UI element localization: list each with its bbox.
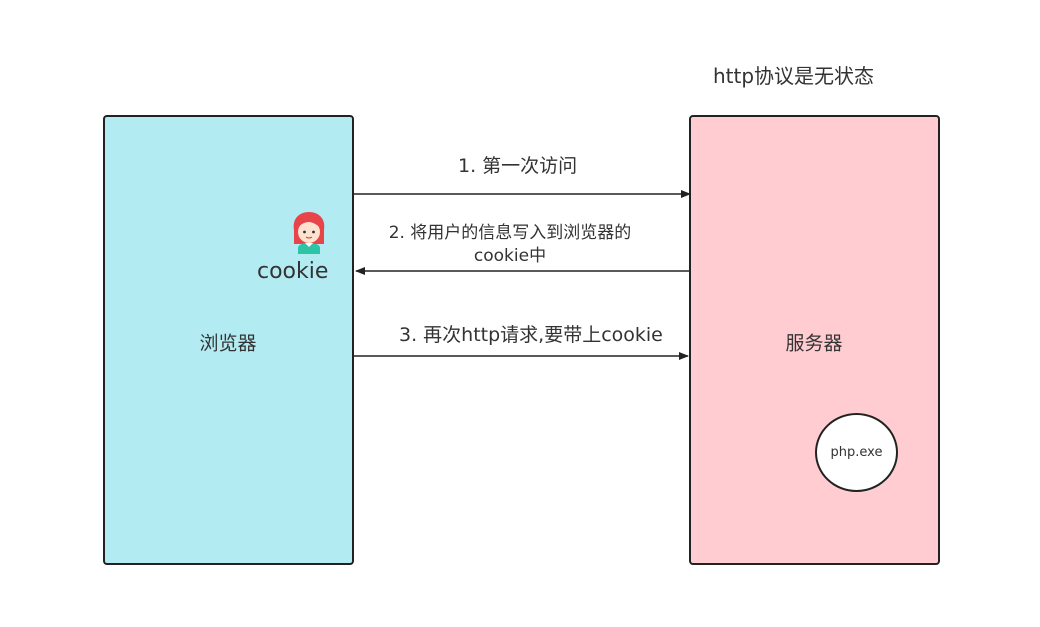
step-3-label: 3. 再次http请求,要带上cookie xyxy=(399,324,663,346)
step-2-label-line-1: 2. 将用户的信息写入到浏览器的 xyxy=(388,223,632,243)
browser-box xyxy=(103,115,354,565)
http-stateless-note: http协议是无状态 xyxy=(713,64,875,88)
php-process-label: php.exe xyxy=(830,445,883,460)
browser-label: 浏览器 xyxy=(199,332,257,355)
step-2-label-line-2: cookie中 xyxy=(473,246,547,266)
step-2-label: 2. 将用户的信息写入到浏览器的 cookie中 xyxy=(389,222,632,268)
step-1-label: 1. 第一次访问 xyxy=(458,155,578,177)
cookie-label: cookie xyxy=(257,259,329,284)
server-label: 服务器 xyxy=(785,332,843,355)
php-process-circle: php.exe xyxy=(815,413,898,492)
girl-avatar-icon xyxy=(293,212,325,254)
server-box xyxy=(689,115,940,565)
